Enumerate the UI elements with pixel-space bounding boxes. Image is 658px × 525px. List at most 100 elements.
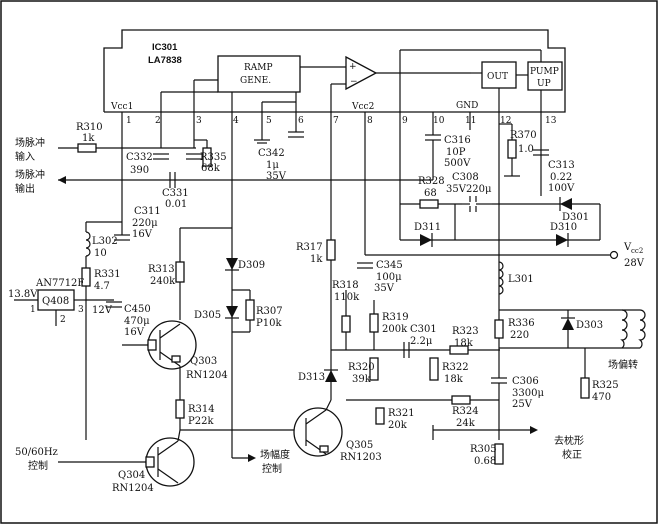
pin-2: 2 xyxy=(155,116,161,126)
r317-body xyxy=(326,239,336,261)
d313-body xyxy=(325,370,337,382)
d303-body xyxy=(562,318,574,330)
q408-pin3: 3 xyxy=(78,305,84,315)
c342-val: 1μ xyxy=(266,160,279,171)
yoke-coil xyxy=(620,309,628,349)
r324-body xyxy=(451,395,471,405)
ramp-label-2: GENE. xyxy=(240,76,271,86)
r336-ref: R336 xyxy=(508,318,535,329)
r331-val: 4.7 xyxy=(94,281,110,292)
vcc2-ref: V xyxy=(623,242,632,253)
pin-9: 9 xyxy=(402,116,408,126)
q304-collector xyxy=(157,440,179,456)
c450-ref: C450 xyxy=(124,304,151,315)
r323-val: 18k xyxy=(454,338,474,349)
pincushion-label-1: 去枕形 xyxy=(554,434,584,447)
r318-body xyxy=(341,315,351,333)
r307-val: P10k xyxy=(256,318,282,329)
r319-ref: R319 xyxy=(382,312,409,323)
wires xyxy=(14,102,646,487)
q303-ref: Q303 xyxy=(190,356,217,367)
r370-ref: R370 xyxy=(510,130,537,141)
c450-volt: 16V xyxy=(124,327,145,338)
pump-label-2: UP xyxy=(537,79,551,89)
d311-ref: D311 xyxy=(414,222,441,233)
q304-emitter xyxy=(157,468,179,484)
q408-ref: AN7712F xyxy=(35,278,84,289)
q303-res xyxy=(147,339,157,351)
l302-ref: L302 xyxy=(92,236,118,247)
r336-body xyxy=(494,319,504,339)
c311-ref: C311 xyxy=(134,206,161,217)
r310-body xyxy=(77,143,97,153)
r370-body xyxy=(507,139,517,159)
q305-res xyxy=(319,445,329,453)
pin-8: 8 xyxy=(367,116,373,126)
q408-pin2: 2 xyxy=(60,315,66,325)
r320-ref: R320 xyxy=(348,362,375,373)
vcc1-label: Vcc1 xyxy=(110,102,133,112)
r305-ref: R305 xyxy=(470,444,497,455)
r331-ref: R331 xyxy=(94,269,121,280)
d309-body xyxy=(226,258,238,270)
r321-ref: R321 xyxy=(388,408,415,419)
labels: 场脉冲 输入 场脉冲 输出 场幅度 控制 50/60Hz 控制 场偏转 去枕形 … xyxy=(8,122,645,494)
amp-ctrl-label-2: 控制 xyxy=(262,462,282,475)
q304-res xyxy=(145,456,155,468)
sync-out-arrow xyxy=(58,176,66,184)
r321-body xyxy=(375,407,385,425)
yoke-coil-2 xyxy=(638,309,646,349)
amp-plus: + xyxy=(349,62,357,72)
r325-body xyxy=(580,377,590,399)
r305-body xyxy=(494,443,504,465)
out-label: OUT xyxy=(487,72,508,82)
c331-val: 0.01 xyxy=(165,199,187,210)
d310-ref: D310 xyxy=(550,222,577,233)
c316-ref: C316 xyxy=(444,135,471,146)
q408-name: Q408 xyxy=(42,296,69,307)
pin-6: 6 xyxy=(298,116,304,126)
r324-val: 24k xyxy=(456,418,476,429)
c301-val: 2.2μ xyxy=(410,336,433,347)
d311-body xyxy=(420,234,432,246)
c345-ref: C345 xyxy=(376,260,403,271)
c342-volt: 35V xyxy=(266,171,287,182)
r335-val: 68k xyxy=(201,163,221,174)
r323-ref: R323 xyxy=(452,326,479,337)
ic301-ref: IC301 xyxy=(152,42,178,53)
d313-ref: D313 xyxy=(298,372,325,383)
q305-ref: Q305 xyxy=(346,440,373,451)
pin-3: 3 xyxy=(196,116,202,126)
c313-volt: 100V xyxy=(548,183,575,194)
c332-val: 390 xyxy=(130,165,149,176)
vcc2-terminal xyxy=(609,250,619,260)
d305-ref: D305 xyxy=(194,310,221,321)
r307-body xyxy=(245,299,255,321)
c331-ref: C331 xyxy=(162,188,189,199)
d305-body xyxy=(226,306,238,318)
c316-volt: 500V xyxy=(444,158,471,169)
c313-val: 0.22 xyxy=(550,172,572,183)
r325-ref: R325 xyxy=(592,380,619,391)
q304-ref: Q304 xyxy=(118,470,145,481)
r320-val: 39k xyxy=(352,374,372,385)
q303-collector xyxy=(159,323,181,339)
ic301: IC301 LA7838 RAMP GENE. + − OUT PUMP UP xyxy=(103,29,566,126)
q408-pin1: 1 xyxy=(30,305,36,315)
r307-ref: R307 xyxy=(256,306,283,317)
vcc2-voltage: 28V xyxy=(624,258,645,269)
c301-ref: C301 xyxy=(410,324,437,335)
q305-collector xyxy=(305,409,327,425)
c306-val: 3300μ xyxy=(512,388,544,399)
r314-ref: R314 xyxy=(188,404,215,415)
r328-ref: R328 xyxy=(418,176,445,187)
d303-ref: D303 xyxy=(576,320,603,331)
ramp-label-1: RAMP xyxy=(244,63,273,73)
vcc2-label: Vcc2 xyxy=(351,102,374,112)
pump-label-1: PUMP xyxy=(530,67,559,77)
pin-10: 10 xyxy=(433,116,445,126)
pin-4: 4 xyxy=(233,116,239,126)
reg-output: 12V xyxy=(92,305,113,316)
pin-11: 11 xyxy=(465,116,476,126)
